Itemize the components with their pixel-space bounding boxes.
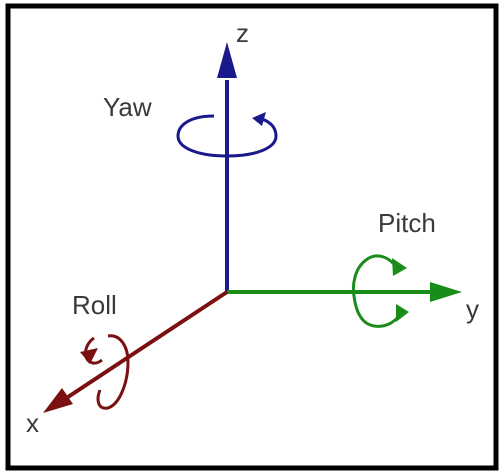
frame-border xyxy=(5,3,499,471)
roll-rotation-arrow xyxy=(80,334,130,410)
z-axis-arrowhead xyxy=(217,42,237,78)
pitch-rotation-arrow xyxy=(351,254,409,328)
z-axis-label: z xyxy=(236,18,249,48)
roll-label: Roll xyxy=(72,290,117,320)
x-axis-label: x xyxy=(26,408,39,438)
x-axis xyxy=(43,290,229,413)
yaw-label: Yaw xyxy=(103,92,152,122)
y-axis-arrowhead xyxy=(430,282,462,302)
y-axis-label: y xyxy=(466,294,479,324)
y-axis xyxy=(227,282,462,302)
pitch-label: Pitch xyxy=(378,208,436,238)
yaw-rotation-arrow xyxy=(176,112,278,158)
x-axis-arrowhead xyxy=(43,388,73,413)
z-axis xyxy=(217,42,237,292)
